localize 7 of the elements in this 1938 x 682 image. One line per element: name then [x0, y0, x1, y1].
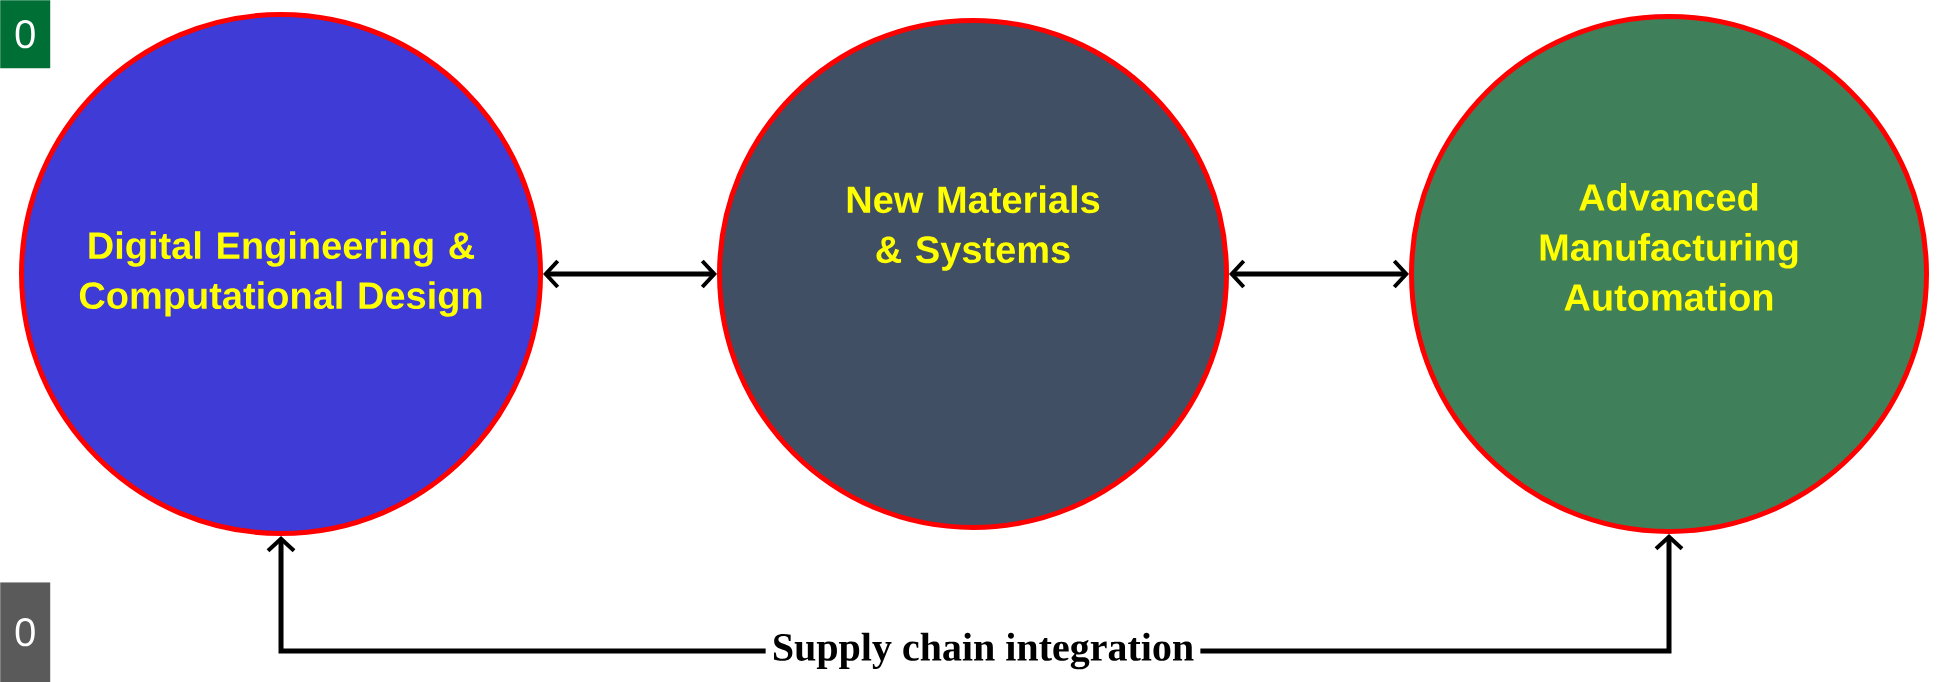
arrow [1200, 534, 1684, 654]
arrow [266, 536, 766, 654]
caption-text: Supply chain integration [774, 632, 1194, 670]
arrow [1229, 259, 1409, 289]
tab-box: 0 [0, 582, 51, 682]
tab-box: 0 [0, 0, 51, 69]
arrow [543, 259, 717, 289]
